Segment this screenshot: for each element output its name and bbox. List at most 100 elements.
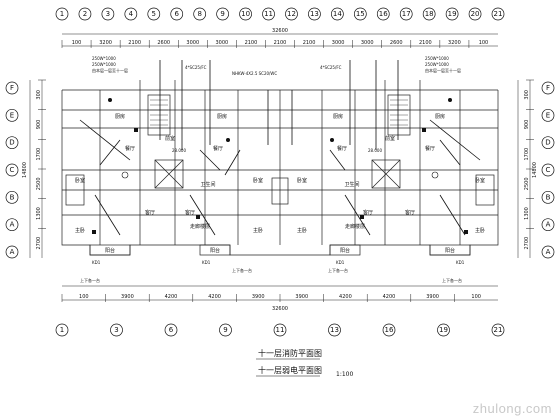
axis-top-label: 14 <box>333 10 342 18</box>
axis-bottom-bubble <box>491 323 505 337</box>
axis-top-bubble <box>216 7 229 21</box>
axis-top-label: 12 <box>287 10 296 18</box>
axis-top-bubble <box>55 7 69 21</box>
dim-right-value: 300 <box>524 90 530 100</box>
dimension-top <box>62 33 498 47</box>
riser-label-mid: NHKW-4X2.5 SC20/WC <box>232 71 277 76</box>
dim-top-value: 100 <box>72 40 82 46</box>
dim-bottom-value: 4200 <box>165 294 178 300</box>
dim-top-value: 2100 <box>245 40 258 46</box>
room-kitchen-3: 厨房 <box>333 113 343 120</box>
axis-top-bubble <box>376 7 390 21</box>
axis-right-bubble <box>541 108 555 122</box>
axis-top-bubble <box>353 7 367 21</box>
axis-bottom-label: 6 <box>169 326 174 334</box>
axis-top-bubble <box>399 7 413 21</box>
axis-top-label: 10 <box>241 10 250 18</box>
axis-top-bubble <box>285 7 298 21</box>
axis-right-label: A <box>546 248 551 256</box>
room-living-1: 客厅 <box>145 209 155 216</box>
kd-label-2: KD1 <box>202 260 211 265</box>
axis-top-label: 17 <box>402 10 411 18</box>
box-label-left-1: 250W*1000 <box>92 56 116 61</box>
dim-right-value: 2500 <box>524 177 530 190</box>
axis-left-label: E <box>10 111 14 119</box>
drawing-scale: 1:100 <box>336 371 353 378</box>
room-living-3: 客厅 <box>363 209 373 216</box>
room-bedroom-1: 卧室 <box>75 177 85 184</box>
axis-top-bubble <box>101 7 115 21</box>
axis-top-bubble <box>78 7 92 21</box>
dim-top-value: 3000 <box>186 40 199 46</box>
axis-top-label: 21 <box>494 10 503 18</box>
axis-top-label: 18 <box>425 10 434 18</box>
box-label-left-2: 250W*1000 <box>92 62 116 67</box>
axis-left-bubble <box>5 136 19 150</box>
wiring-lines <box>79 60 481 236</box>
box-label-right-1: 250W*1000 <box>425 56 449 61</box>
axis-bottom-bubble <box>219 323 232 337</box>
dim-top-value: 3000 <box>215 40 228 46</box>
dim-left-overall: 14800 <box>22 162 28 178</box>
room-bedroom-3: 卧室 <box>297 177 307 184</box>
dim-top-value: 3000 <box>332 40 345 46</box>
dim-bottom-value: 100 <box>471 294 481 300</box>
axis-right-label: C <box>546 166 551 174</box>
axis-right-label: A <box>546 221 551 229</box>
axis-bottom-label: 21 <box>494 326 503 334</box>
axis-top-label: 15 <box>356 10 365 18</box>
dim-bottom-value: 3900 <box>121 294 134 300</box>
dim-right-overall: 14800 <box>532 162 538 178</box>
dim-bottom-overall: 32600 <box>272 306 288 312</box>
axis-right-bubble <box>541 163 555 177</box>
axis-left-label: D <box>9 139 14 147</box>
axis-top-label: 9 <box>220 10 224 18</box>
room-balcony-1: 阳台 <box>105 247 115 254</box>
dim-top-value: 2100 <box>419 40 432 46</box>
axis-bottom-bubble <box>437 323 450 337</box>
dim-bottom-value: 100 <box>79 294 89 300</box>
dim-bottom-value: 4200 <box>339 294 352 300</box>
axis-top-bubble <box>193 7 207 21</box>
device-symbols <box>92 98 468 234</box>
axis-right-label: E <box>546 111 550 119</box>
axis-top-bubble <box>491 7 505 21</box>
dim-top-value: 3200 <box>99 40 112 46</box>
room-bedroom-2: 卧室 <box>253 177 263 184</box>
axis-top-bubble <box>147 7 161 21</box>
axis-top-label: 5 <box>152 10 156 18</box>
axis-bottom-label: 13 <box>330 326 339 334</box>
axis-left-bubble <box>5 163 19 177</box>
up-note-4: 上下各一台 <box>442 277 462 283</box>
dim-bottom-value: 3900 <box>295 294 308 300</box>
dim-top-value: 100 <box>479 40 489 46</box>
dim-right-value: 1300 <box>524 207 530 220</box>
dim-bottom-value: 4200 <box>383 294 396 300</box>
room-balcony-3: 阳台 <box>340 247 350 254</box>
axis-bottom-label: 1 <box>60 326 64 334</box>
note-right: 由本层一层至十一层 <box>425 67 461 73</box>
axis-bottom-label: 11 <box>276 326 285 334</box>
axis-top-label: 6 <box>175 10 180 18</box>
room-dining-4: 餐厅 <box>425 145 435 152</box>
dim-left-value: 2500 <box>36 177 42 190</box>
axis-top-label: 13 <box>310 10 319 18</box>
axis-bottom-bubble <box>110 323 123 337</box>
axis-top-bubble <box>422 7 436 21</box>
room-master-3: 主卧 <box>297 227 307 234</box>
room-corridor-1: 走廊楼层 <box>190 223 210 230</box>
room-corridor-2: 走廊楼层 <box>345 223 365 230</box>
axis-bottom-label: 19 <box>439 326 448 334</box>
axis-bottom-label: 16 <box>385 326 394 334</box>
axis-left-label: C <box>10 166 15 174</box>
axis-top-label: 16 <box>379 10 388 18</box>
elevator-level-right: 28.000 <box>368 148 382 153</box>
axis-top-bubble <box>468 7 482 21</box>
axis-left-bubble <box>5 81 19 95</box>
riser-label-left: 4*SC25/FC <box>185 65 207 70</box>
